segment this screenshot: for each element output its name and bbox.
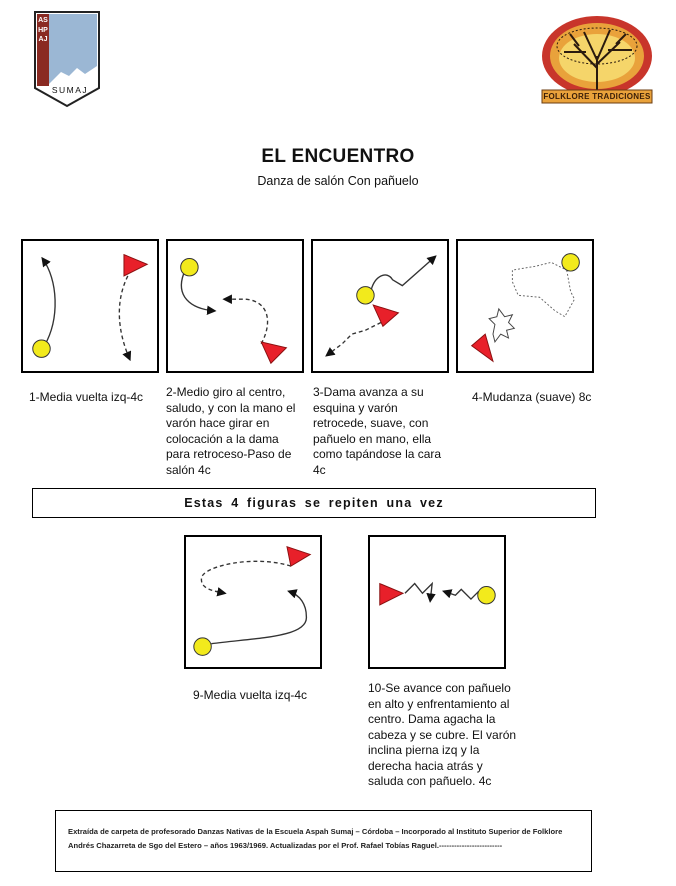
ashpaj-sumaj-logo: ASHPAJ SUMAJ <box>33 10 101 108</box>
figure-1-caption: 1-Media vuelta izq-4c <box>29 390 144 404</box>
logo-bottom-text: SUMAJ <box>51 85 89 95</box>
figure-1-diagram <box>21 239 159 373</box>
dama-triangle <box>372 304 400 328</box>
dama-triangle <box>260 341 288 365</box>
dama-triangle <box>470 333 494 363</box>
logo-right-label: FOLKLORE TRADICIONES <box>543 92 651 101</box>
page-subtitle: Danza de salón Con pañuelo <box>257 174 419 188</box>
varon-circle <box>32 339 51 358</box>
page-title: EL ENCUENTRO <box>261 146 415 167</box>
figure-10-caption: 10-Se avance con pañuelo en alto y enfre… <box>368 681 517 788</box>
figure-10-diagram <box>368 535 506 669</box>
varon-circle <box>561 253 580 272</box>
varon-circle <box>180 257 199 277</box>
figure-9-caption: 9-Media vuelta izq-4c <box>193 688 308 702</box>
dama-triangle <box>286 545 312 567</box>
figure-9-diagram <box>184 535 322 669</box>
dama-triangle <box>123 253 149 277</box>
varon-circle <box>193 637 212 656</box>
figure-4-diagram <box>456 239 594 373</box>
varon-circle <box>356 286 375 305</box>
figure-2-caption: 2-Medio giro al centro, saludo, y con la… <box>166 385 296 477</box>
varon-circle <box>477 585 496 605</box>
figure-3-caption: 3-Dama avanza a su esquina y varón retro… <box>313 385 442 477</box>
source-footer: Extraída de carpeta de profesorado Danza… <box>55 810 592 872</box>
folklore-tradiciones-logo: FOLKLORE TRADICIONES <box>534 12 660 106</box>
figure-4-caption: 4-Mudanza (suave) 8c <box>472 390 592 404</box>
repeat-banner: Estas 4 figuras se repiten una vez <box>32 488 596 518</box>
figure-3-diagram <box>311 239 449 373</box>
dama-triangle <box>379 582 405 606</box>
logo-vertical-text: ASHPAJ <box>38 17 48 43</box>
figure-2-diagram <box>166 239 304 373</box>
